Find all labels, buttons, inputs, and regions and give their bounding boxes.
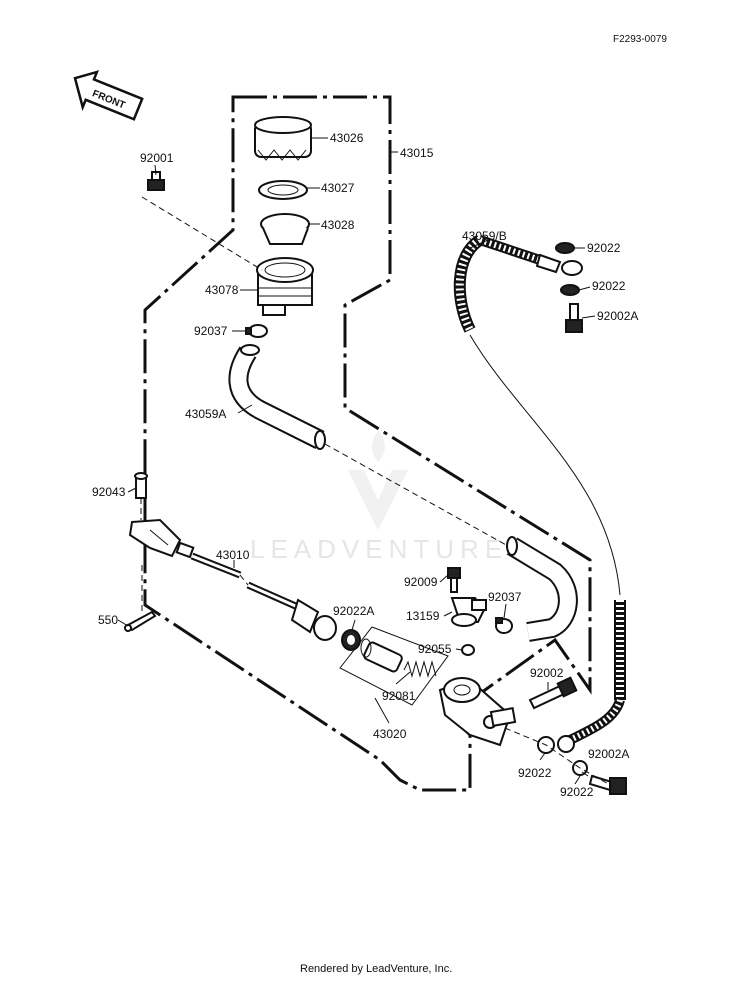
label-92022-upper-2: 92022	[592, 279, 626, 293]
label-43020: 43020	[373, 727, 407, 741]
label-92002A-lower: 92002A	[588, 747, 629, 761]
part-labels: 43026 43015 92001 43027 43028 43078 9203…	[92, 131, 638, 799]
label-43059B: 43059/B	[462, 229, 507, 243]
washer-upper-2	[560, 284, 580, 296]
label-92001: 92001	[140, 151, 174, 165]
piston	[360, 638, 403, 673]
o-ring-92055	[461, 644, 475, 656]
leader-lines	[117, 137, 596, 785]
front-arrow: FRONT	[73, 70, 144, 121]
label-550: 550	[98, 613, 118, 627]
hose-clamp-upper	[245, 324, 268, 338]
assembly-boundary	[143, 95, 592, 792]
push-rod-cut	[239, 574, 249, 586]
label-43015: 43015	[400, 146, 434, 160]
reservoir-hose-inner	[230, 347, 324, 448]
label-92037-lower: 92037	[488, 590, 522, 604]
footer-credit: Rendered by LeadVenture, Inc.	[300, 963, 452, 975]
label-92002: 92002	[530, 666, 564, 680]
label-92009: 92009	[404, 575, 438, 589]
banjo-bolt-upper	[565, 303, 583, 333]
reservoir-body	[256, 257, 314, 316]
bleeder-bolt-92002	[528, 676, 578, 710]
label-43078: 43078	[205, 283, 239, 297]
label-13159: 13159	[406, 609, 440, 623]
reservoir-cap	[254, 116, 312, 161]
diaphragm	[260, 213, 310, 245]
watermark: LEADVENTURE	[250, 430, 508, 564]
label-92022-lower-2: 92022	[560, 785, 594, 799]
diagram-code: F2293-0079	[613, 34, 667, 45]
hose-fitting-13159	[450, 597, 487, 627]
clutch-hose	[453, 234, 626, 753]
spring	[403, 660, 437, 678]
label-92037-upper: 92037	[194, 324, 228, 338]
label-92002A-upper: 92002A	[597, 309, 638, 323]
piston-kit-box	[339, 626, 449, 706]
lower-bolt-guide	[504, 727, 613, 787]
bolt-92009	[447, 567, 461, 593]
label-43026: 43026	[330, 131, 364, 145]
clevis-pin	[134, 472, 148, 499]
label-92081: 92081	[382, 689, 416, 703]
bolt-92001-guide	[141, 196, 263, 271]
push-rod-clevis	[128, 518, 337, 641]
label-92022A: 92022A	[333, 604, 374, 618]
washer-92022A	[341, 629, 361, 651]
master-cylinder	[438, 677, 517, 747]
banjo-bolt-lower	[588, 774, 627, 795]
label-43059A: 43059A	[185, 407, 226, 421]
hose-guide	[324, 443, 509, 547]
label-92022-lower-1: 92022	[518, 766, 552, 780]
watermark-text: LEADVENTURE	[250, 534, 508, 564]
hose-clamp-lower	[495, 617, 513, 634]
watermark-logo-icon	[348, 430, 408, 530]
washer-upper-1	[555, 242, 575, 254]
diaphragm-plate	[258, 180, 308, 200]
label-92055: 92055	[418, 642, 452, 656]
label-43010: 43010	[216, 548, 250, 562]
label-43027: 43027	[321, 181, 355, 195]
label-92022-upper-1: 92022	[587, 241, 621, 255]
label-92043: 92043	[92, 485, 126, 499]
cotter-pin	[124, 610, 157, 632]
label-43028: 43028	[321, 218, 355, 232]
